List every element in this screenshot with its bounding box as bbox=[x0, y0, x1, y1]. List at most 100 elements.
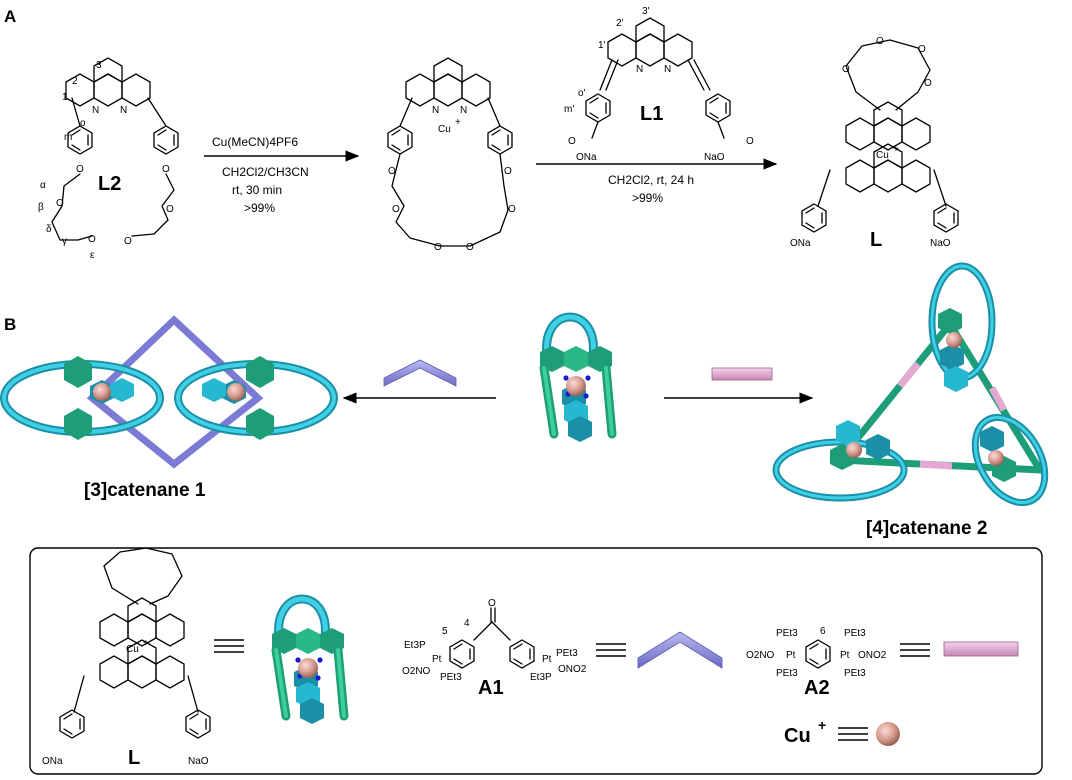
CuL2-Cu-charge: + bbox=[455, 117, 461, 128]
L1-pos-1p: 1' bbox=[598, 40, 606, 51]
legend-L-structure: Cu + ONa NaO L bbox=[42, 547, 211, 769]
CuL2-O-4: O bbox=[434, 242, 442, 253]
equiv-sign-A1 bbox=[596, 643, 626, 657]
copper-ion-sphere-icon bbox=[876, 722, 900, 746]
CuL2-O-1: O bbox=[388, 166, 396, 177]
Cu-L2-complex-structure: N N Cu + O O O O O O bbox=[387, 57, 516, 253]
A1-pos-4: 4 bbox=[464, 618, 470, 629]
catenane4-cartoon bbox=[772, 262, 1049, 507]
L2-pos-3: 3 bbox=[96, 60, 102, 71]
step1-reagent: Cu(MeCN)4PF6 bbox=[212, 135, 298, 149]
legend-L-cartoon bbox=[272, 599, 344, 724]
L2-label: L2 bbox=[98, 173, 121, 195]
A1-PEt3-left: PEt3 bbox=[440, 672, 462, 683]
L2-pos-o: o bbox=[80, 118, 86, 129]
legend-A1-violet-icon bbox=[637, 631, 723, 669]
L1-pos-2p: 2' bbox=[616, 18, 624, 29]
A1-O-carbonyl: O bbox=[488, 598, 496, 609]
L1-label: L1 bbox=[640, 103, 663, 125]
L2-N1: N bbox=[92, 105, 99, 116]
legend-Cu-charge: + bbox=[818, 717, 826, 733]
A2-PEt3-bot-right: PEt3 bbox=[844, 668, 866, 679]
step1-time: rt, 30 min bbox=[232, 183, 282, 197]
L-Cu: Cu bbox=[876, 150, 889, 161]
CuL2-O-2: O bbox=[504, 166, 512, 177]
L-NaO: NaO bbox=[930, 238, 951, 249]
legend-Cu-label: Cu bbox=[784, 725, 811, 747]
L-label: L bbox=[870, 229, 882, 251]
CuL2-Cu: Cu bbox=[438, 124, 451, 135]
step2-conditions: CH2Cl2, rt, 24 h bbox=[608, 173, 694, 187]
equiv-sign-L bbox=[214, 639, 244, 653]
catenane4-label: [4]catenane 2 bbox=[866, 518, 987, 539]
L2-pos-gamma: γ bbox=[62, 236, 67, 247]
A2-PEt3-bot-left: PEt3 bbox=[776, 668, 798, 679]
legend-box bbox=[29, 547, 1043, 775]
L2-structure: N N O O O O O O 1 2 3 o m α β δ γ ε L2 bbox=[38, 57, 179, 261]
L-O-4: O bbox=[924, 78, 932, 89]
L2-pos-delta: δ bbox=[46, 224, 52, 235]
A1-violet-linker-icon bbox=[383, 359, 457, 387]
legend-A2-pink-icon bbox=[943, 641, 1019, 657]
L-O-1: O bbox=[842, 64, 850, 75]
L2-O-6: O bbox=[166, 204, 174, 215]
A1-O2NO-left: O2NO bbox=[402, 666, 431, 677]
CuL2-N1: N bbox=[432, 105, 439, 116]
L2-pos-m: m bbox=[64, 132, 72, 143]
step1-solvent: CH2Cl2/CH3CN bbox=[222, 165, 309, 179]
catenane3-label: [3]catenane 1 bbox=[84, 480, 206, 501]
CuL2-O-5: O bbox=[466, 242, 474, 253]
L-cartoon-center bbox=[540, 317, 612, 442]
L1-NaO-right: NaO bbox=[704, 152, 725, 163]
A1-Pt-left: Pt bbox=[432, 654, 442, 665]
L2-pos-1: 1 bbox=[62, 92, 68, 103]
L-structure: O O O O Cu + ONa NaO L bbox=[790, 36, 959, 251]
L1-N1: N bbox=[636, 64, 643, 75]
A1-Et3P-left: Et3P bbox=[404, 640, 426, 651]
A2-pink-linker-icon bbox=[711, 367, 773, 381]
equiv-sign-A2 bbox=[900, 643, 930, 657]
A1-ONO2-right: ONO2 bbox=[558, 664, 587, 675]
L2-N2: N bbox=[120, 105, 127, 116]
panel-label-b: B bbox=[4, 315, 16, 334]
L2-O-left: O bbox=[76, 164, 84, 175]
panel-label-a: A bbox=[4, 7, 16, 26]
CuL2-O-3: O bbox=[392, 204, 400, 215]
L2-pos-2: 2 bbox=[72, 76, 78, 87]
legend-L-Cu-charge: + bbox=[143, 638, 149, 649]
L2-pos-epsilon: ε bbox=[90, 250, 95, 261]
A1-PEt3-right: PEt3 bbox=[556, 648, 578, 659]
A1-Et3P-right: Et3P bbox=[530, 672, 552, 683]
A2-Pt-left: Pt bbox=[786, 650, 796, 661]
catenane3-cartoon bbox=[0, 315, 338, 469]
L-ONa: ONa bbox=[790, 238, 811, 249]
A1-label: A1 bbox=[478, 677, 504, 699]
L-O-3: O bbox=[918, 44, 926, 55]
L1-structure: N N 1' 2' 3' o' m' O ONa NaO O L1 bbox=[564, 6, 754, 163]
A2-structure: 6 Pt PEt3 PEt3 O2NO Pt PEt3 PEt3 ONO2 A2 bbox=[746, 626, 887, 699]
L-Cu-charge: + bbox=[893, 144, 899, 155]
L2-pos-alpha: α bbox=[40, 180, 46, 191]
L1-pos-3p: 3' bbox=[642, 6, 650, 17]
L1-N2: N bbox=[664, 64, 671, 75]
L-O-2: O bbox=[876, 36, 884, 47]
legend-L-ONa: ONa bbox=[42, 756, 63, 767]
A2-O2NO-left: O2NO bbox=[746, 650, 775, 661]
A1-pos-5: 5 bbox=[442, 626, 448, 637]
L1-pos-op: o' bbox=[578, 88, 586, 99]
L2-pos-beta: β bbox=[38, 202, 44, 213]
L1-ONa-left: ONa bbox=[576, 152, 597, 163]
equiv-sign-Cu bbox=[838, 727, 868, 741]
legend-L-NaO: NaO bbox=[188, 756, 209, 767]
L2-O-5: O bbox=[124, 236, 132, 247]
CuL2-N2: N bbox=[460, 105, 467, 116]
A1-Pt-right: Pt bbox=[542, 654, 552, 665]
A2-PEt3-top-left: PEt3 bbox=[776, 628, 798, 639]
CuL2-O-6: O bbox=[508, 204, 516, 215]
L1-pos-mp: m' bbox=[564, 104, 574, 115]
A2-ONO2-right: ONO2 bbox=[858, 650, 887, 661]
L1-O-left: O bbox=[568, 136, 576, 147]
A1-structure: O 4 5 Pt Et3P O2NO PEt3 Pt PEt3 Et3P ONO… bbox=[402, 598, 587, 699]
A2-Pt-right: Pt bbox=[840, 650, 850, 661]
